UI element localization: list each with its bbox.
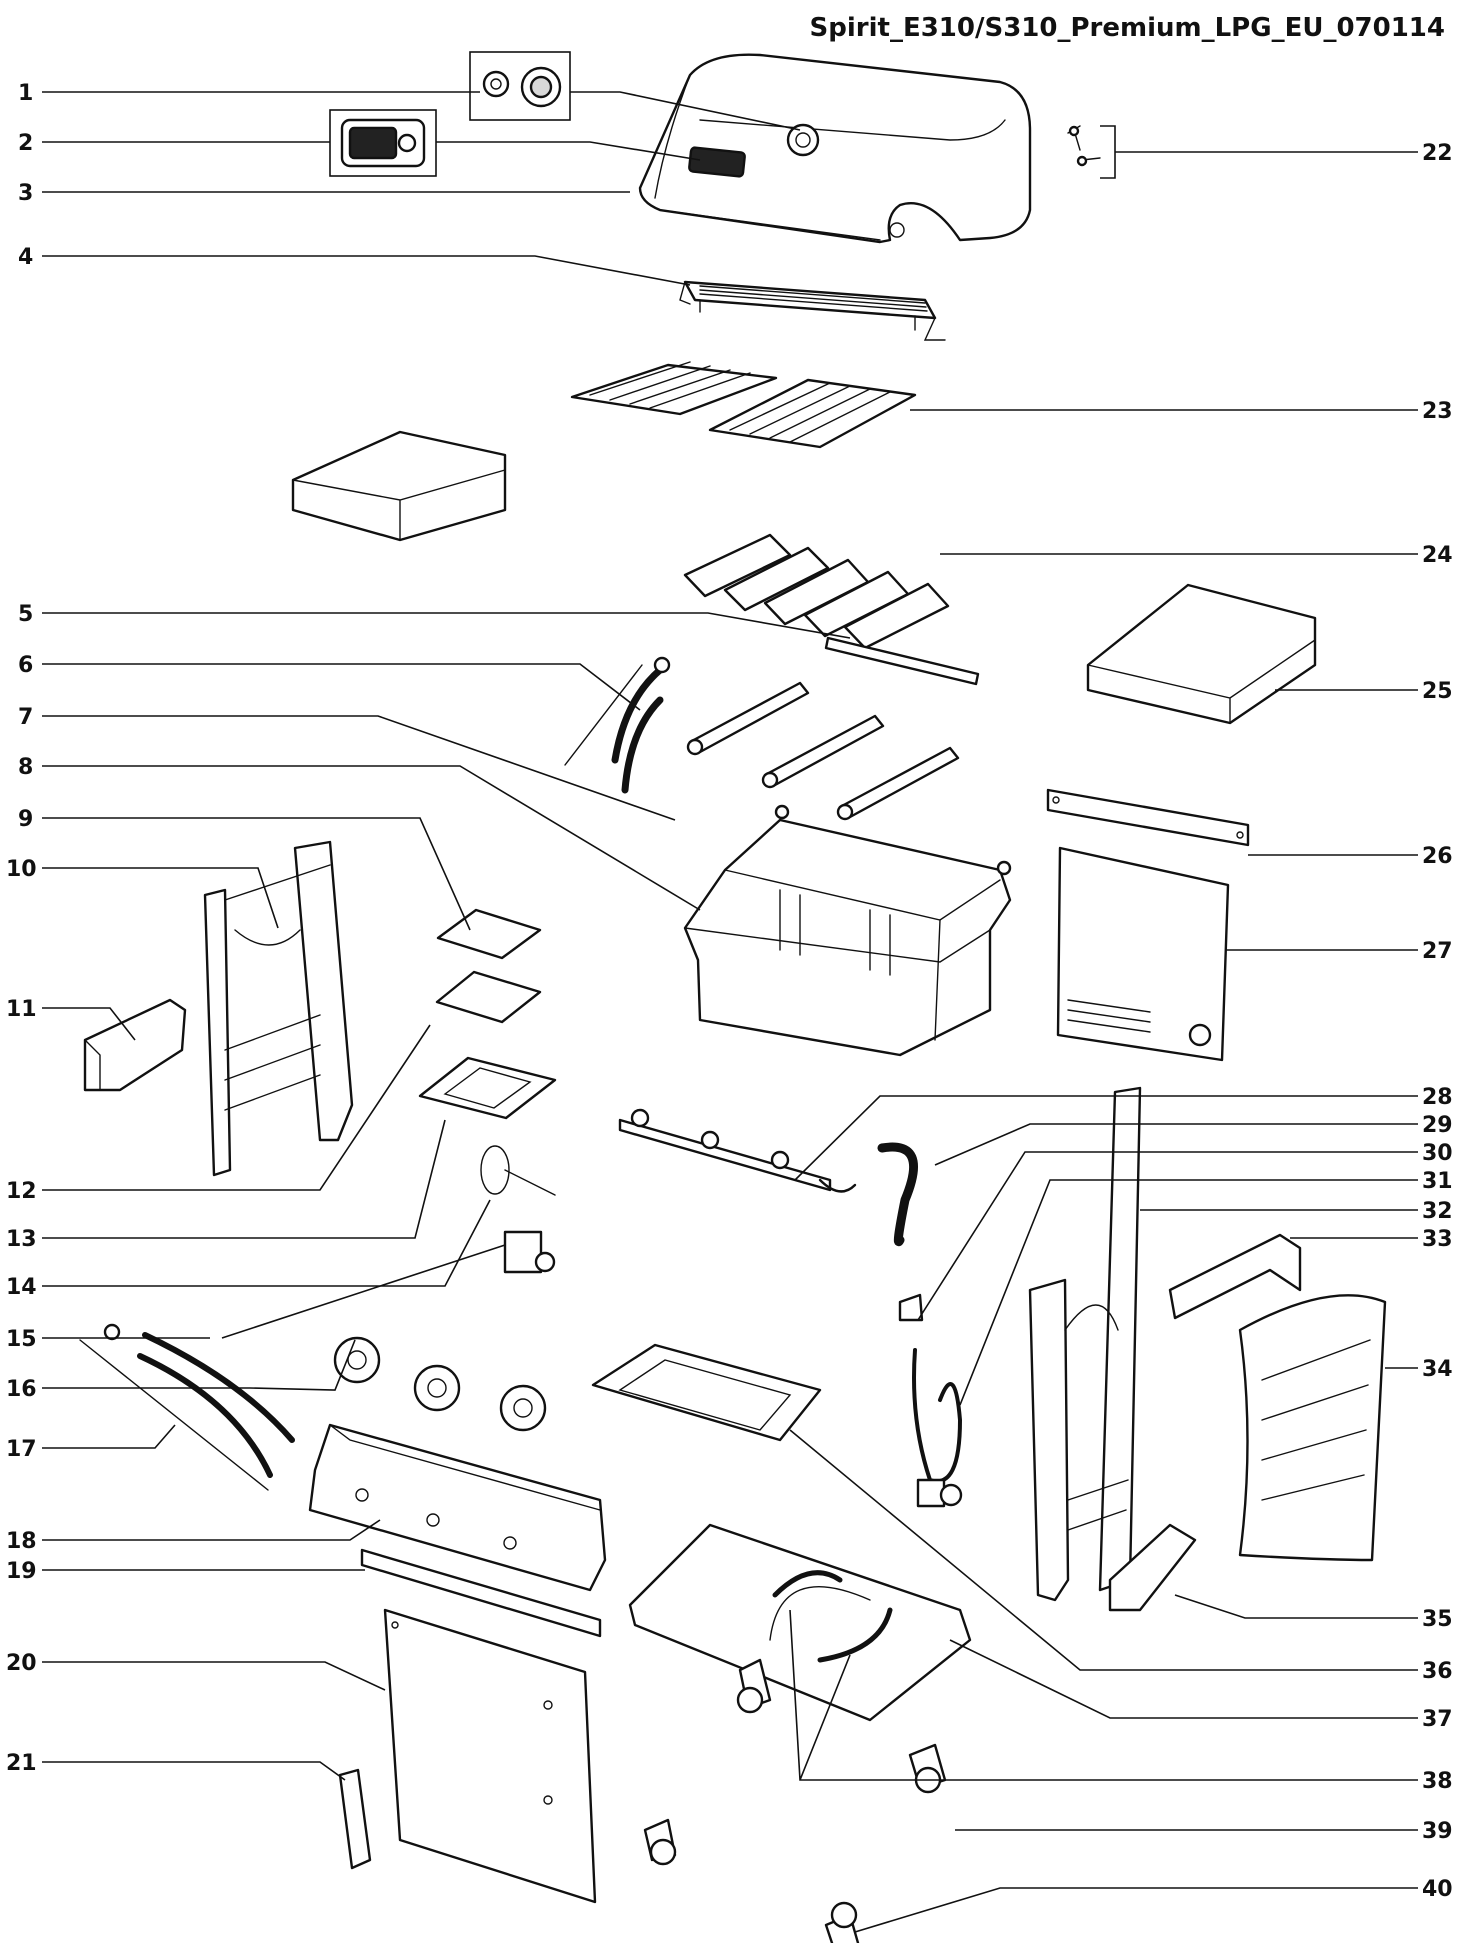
part-logo-badge: [329, 109, 437, 177]
part-igniter-wire: [480, 1145, 556, 1196]
part-burner-hoses: [564, 656, 671, 794]
part-flavorizer-bars: [683, 533, 950, 650]
diagram-title: Spirit_E310/S310_Premium_LPG_EU_070114: [810, 13, 1445, 43]
part-handle-bracket: [83, 998, 187, 1092]
callout-35: 35: [1422, 1607, 1453, 1632]
callout-4: 4: [18, 245, 33, 270]
part-left-frame: [203, 840, 354, 1177]
callout-8: 8: [18, 755, 33, 780]
callout-18: 18: [6, 1529, 37, 1554]
part-burner-tubes: [686, 681, 960, 821]
callout-30: 30: [1422, 1141, 1453, 1166]
part-thermometer: [469, 51, 571, 121]
part-tray-holder: [418, 1056, 557, 1120]
part-cooking-grates: [570, 361, 917, 449]
callout-1: 1: [18, 81, 33, 106]
part-lp-hose-regulator: [912, 1348, 963, 1508]
part-door-handle: [338, 1768, 372, 1870]
callout-33: 33: [1422, 1227, 1453, 1252]
part-cookbox: [683, 804, 1012, 1057]
callout-19: 19: [6, 1559, 37, 1584]
callout-40: 40: [1422, 1877, 1453, 1902]
callout-26: 26: [1422, 844, 1453, 869]
part-right-frame: [1028, 1086, 1142, 1602]
part-lid: [638, 53, 1032, 244]
callout-21: 21: [6, 1751, 37, 1776]
callout-38: 38: [1422, 1769, 1453, 1794]
part-side-box: [291, 430, 507, 542]
part-side-burner-pan: [591, 1343, 822, 1442]
callout-16: 16: [6, 1377, 37, 1402]
callout-labels: 1 2 3 4 5 6 7 8 9 10 11 12 13 14 15 16 1…: [6, 81, 1453, 1902]
part-catch-pan: [436, 908, 542, 960]
callout-20: 20: [6, 1651, 37, 1676]
part-control-panel: [308, 1423, 607, 1592]
part-regulator-hose: [877, 1142, 918, 1247]
part-drip-tray: [435, 970, 542, 1024]
part-bottom-shelf: [628, 1523, 972, 1722]
part-screws: [1067, 125, 1101, 167]
part-rear-panel: [1056, 846, 1230, 1062]
callout-36: 36: [1422, 1659, 1453, 1684]
callout-29: 29: [1422, 1113, 1453, 1138]
leader-lines: [42, 91, 1418, 1933]
callout-13: 13: [6, 1227, 37, 1252]
callout-31: 31: [1422, 1169, 1453, 1194]
callout-27: 27: [1422, 939, 1453, 964]
part-control-knobs: [333, 1336, 547, 1432]
part-igniter: [503, 1230, 556, 1274]
callout-28: 28: [1422, 1085, 1453, 1110]
part-rear-strip: [1046, 788, 1250, 847]
callout-17: 17: [6, 1437, 37, 1462]
part-gas-manifold: [618, 1108, 857, 1193]
callout-3: 3: [18, 181, 33, 206]
part-side-table: [1086, 583, 1317, 725]
callout-12: 12: [6, 1179, 37, 1204]
callout-6: 6: [18, 653, 33, 678]
part-shelf-rails: [772, 1570, 893, 1663]
callout-23: 23: [1422, 399, 1453, 424]
callout-11: 11: [6, 997, 37, 1022]
callout-37: 37: [1422, 1707, 1453, 1732]
part-door: [383, 1608, 597, 1904]
part-tank-shroud: [1238, 1294, 1387, 1562]
part-crossover-tube: [824, 636, 980, 686]
callout-39: 39: [1422, 1819, 1453, 1844]
callout-14: 14: [6, 1275, 37, 1300]
callout-10: 10: [6, 857, 37, 882]
callout-2: 2: [18, 131, 33, 156]
callout-22: 22: [1422, 141, 1453, 166]
part-tank-strap: [1168, 1233, 1302, 1320]
part-scale-cover: [1108, 1523, 1197, 1612]
part-panel-strip: [360, 1548, 602, 1638]
part-warming-rack: [679, 280, 946, 341]
callout-5: 5: [18, 602, 33, 627]
part-side-hoses: [79, 1323, 295, 1491]
callout-9: 9: [18, 807, 33, 832]
callout-34: 34: [1422, 1357, 1453, 1382]
callout-15: 15: [6, 1327, 37, 1352]
callout-7: 7: [18, 705, 33, 730]
callout-25: 25: [1422, 679, 1453, 704]
callout-24: 24: [1422, 543, 1453, 568]
callout-32: 32: [1422, 1199, 1453, 1224]
part-hose-clip: [898, 1293, 924, 1322]
